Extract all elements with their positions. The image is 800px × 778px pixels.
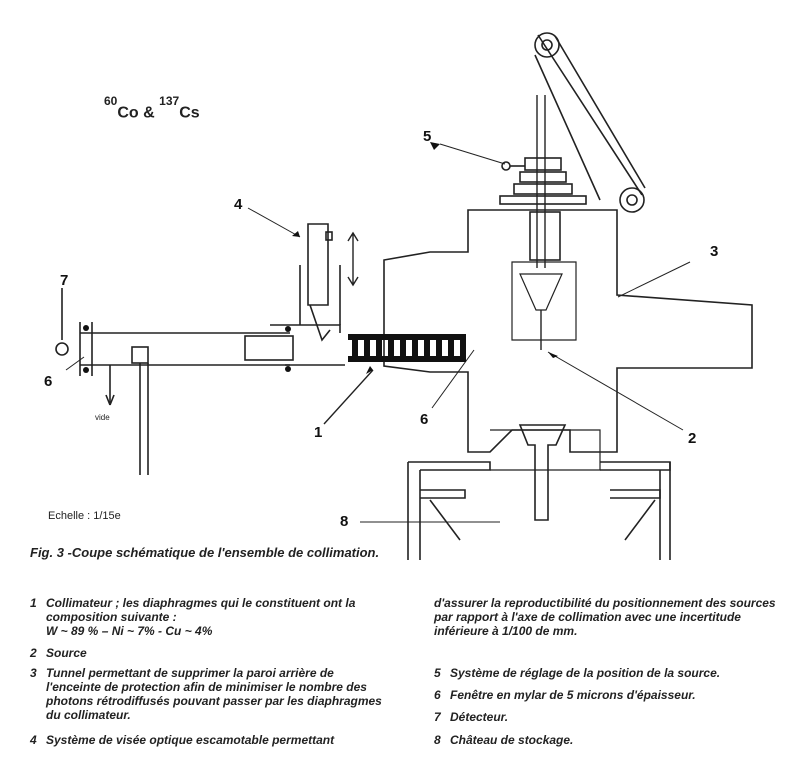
source-rod bbox=[536, 95, 546, 350]
legend-num: 2 bbox=[30, 646, 37, 660]
pulley-arm bbox=[534, 34, 646, 201]
isotope-amp: & bbox=[143, 104, 155, 122]
label-2: 2 bbox=[688, 430, 697, 447]
legend-num: 7 bbox=[434, 710, 441, 724]
isotope-a-mass: 60 bbox=[104, 94, 118, 108]
legend-text: Château de stockage. bbox=[450, 733, 574, 747]
legend-num: 6 bbox=[434, 688, 441, 702]
label-5: 5 bbox=[423, 128, 432, 145]
scale-label: Echelle : 1/15e bbox=[48, 510, 121, 522]
collimator-holder bbox=[244, 335, 294, 361]
storage-plug bbox=[490, 429, 601, 471]
legend-text: Source bbox=[46, 646, 87, 660]
source-cone bbox=[519, 273, 563, 311]
legend-item-1: 1 Collimateur ; les diaphragmes qui le co… bbox=[30, 596, 390, 638]
label-1: 1 bbox=[314, 424, 323, 441]
legend-item-3: 3 Tunnel permettant de supprimer la paroi… bbox=[30, 666, 390, 722]
pulley-side bbox=[619, 187, 645, 213]
storage-castle bbox=[407, 462, 671, 560]
isotope-a-symbol: Co bbox=[117, 104, 139, 122]
legend-item-6: 6 Fenêtre en mylar de 5 microns d'épaisse… bbox=[434, 688, 784, 702]
legend-text: Tunnel permettant de supprimer la paroi … bbox=[46, 666, 382, 722]
legend-num: 1 bbox=[30, 596, 37, 610]
sight-arrow bbox=[347, 231, 359, 287]
adjust-block bbox=[524, 157, 562, 171]
label-6-left: 6 bbox=[44, 373, 53, 390]
label-4: 4 bbox=[234, 196, 243, 213]
legend-text: Système de réglage de la position de la … bbox=[450, 666, 721, 680]
legend-composition: W ~ 89 % – Ni ~ 7% - Cu ~ 4% bbox=[46, 624, 213, 638]
shielding-enclosure bbox=[383, 209, 753, 453]
isotope-heading: 60Co & 137Cs bbox=[104, 94, 200, 122]
diaphragm-stack bbox=[83, 142, 558, 374]
optical-sight bbox=[299, 223, 341, 342]
legend-item-4: 4 Système de visée optique escamotable pe… bbox=[30, 733, 410, 747]
legend-num: 5 bbox=[434, 666, 441, 680]
label-7: 7 bbox=[60, 272, 69, 289]
legend-text: Fenêtre en mylar de 5 microns d'épaisseu… bbox=[450, 688, 696, 702]
isotope-b-mass: 137 bbox=[159, 94, 180, 108]
isotope-b-symbol: Cs bbox=[179, 104, 200, 122]
legend-item-7: 7 Détecteur. bbox=[434, 710, 784, 724]
legend-text: Système de visée optique escamotable per… bbox=[46, 733, 335, 747]
legend-num: 4 bbox=[30, 733, 37, 747]
pulley-top bbox=[534, 32, 560, 58]
detector bbox=[55, 342, 69, 356]
legend-item-2: 2 Source bbox=[30, 646, 390, 660]
vide-label: vide bbox=[95, 413, 110, 422]
legend-item-8: 8 Château de stockage. bbox=[434, 733, 784, 747]
label-8: 8 bbox=[340, 513, 349, 530]
label-6-right: 6 bbox=[420, 411, 429, 428]
legend-text: Détecteur. bbox=[450, 710, 509, 724]
collimation-diagram bbox=[55, 32, 753, 560]
figure-caption: Fig. 3 -Coupe schématique de l'ensemble … bbox=[30, 545, 380, 560]
label-3: 3 bbox=[710, 243, 719, 260]
legend-num: 3 bbox=[30, 666, 37, 680]
legend-item-5: 5 Système de réglage de la position de la… bbox=[434, 666, 784, 680]
legend-text: Collimateur ; les diaphragmes qui le con… bbox=[46, 596, 356, 624]
legend-continuation: d'assurer la reproductibilité du positio… bbox=[434, 596, 776, 638]
collimator-tube bbox=[79, 322, 290, 376]
source-cavity bbox=[511, 261, 577, 341]
legend-num: 8 bbox=[434, 733, 441, 747]
